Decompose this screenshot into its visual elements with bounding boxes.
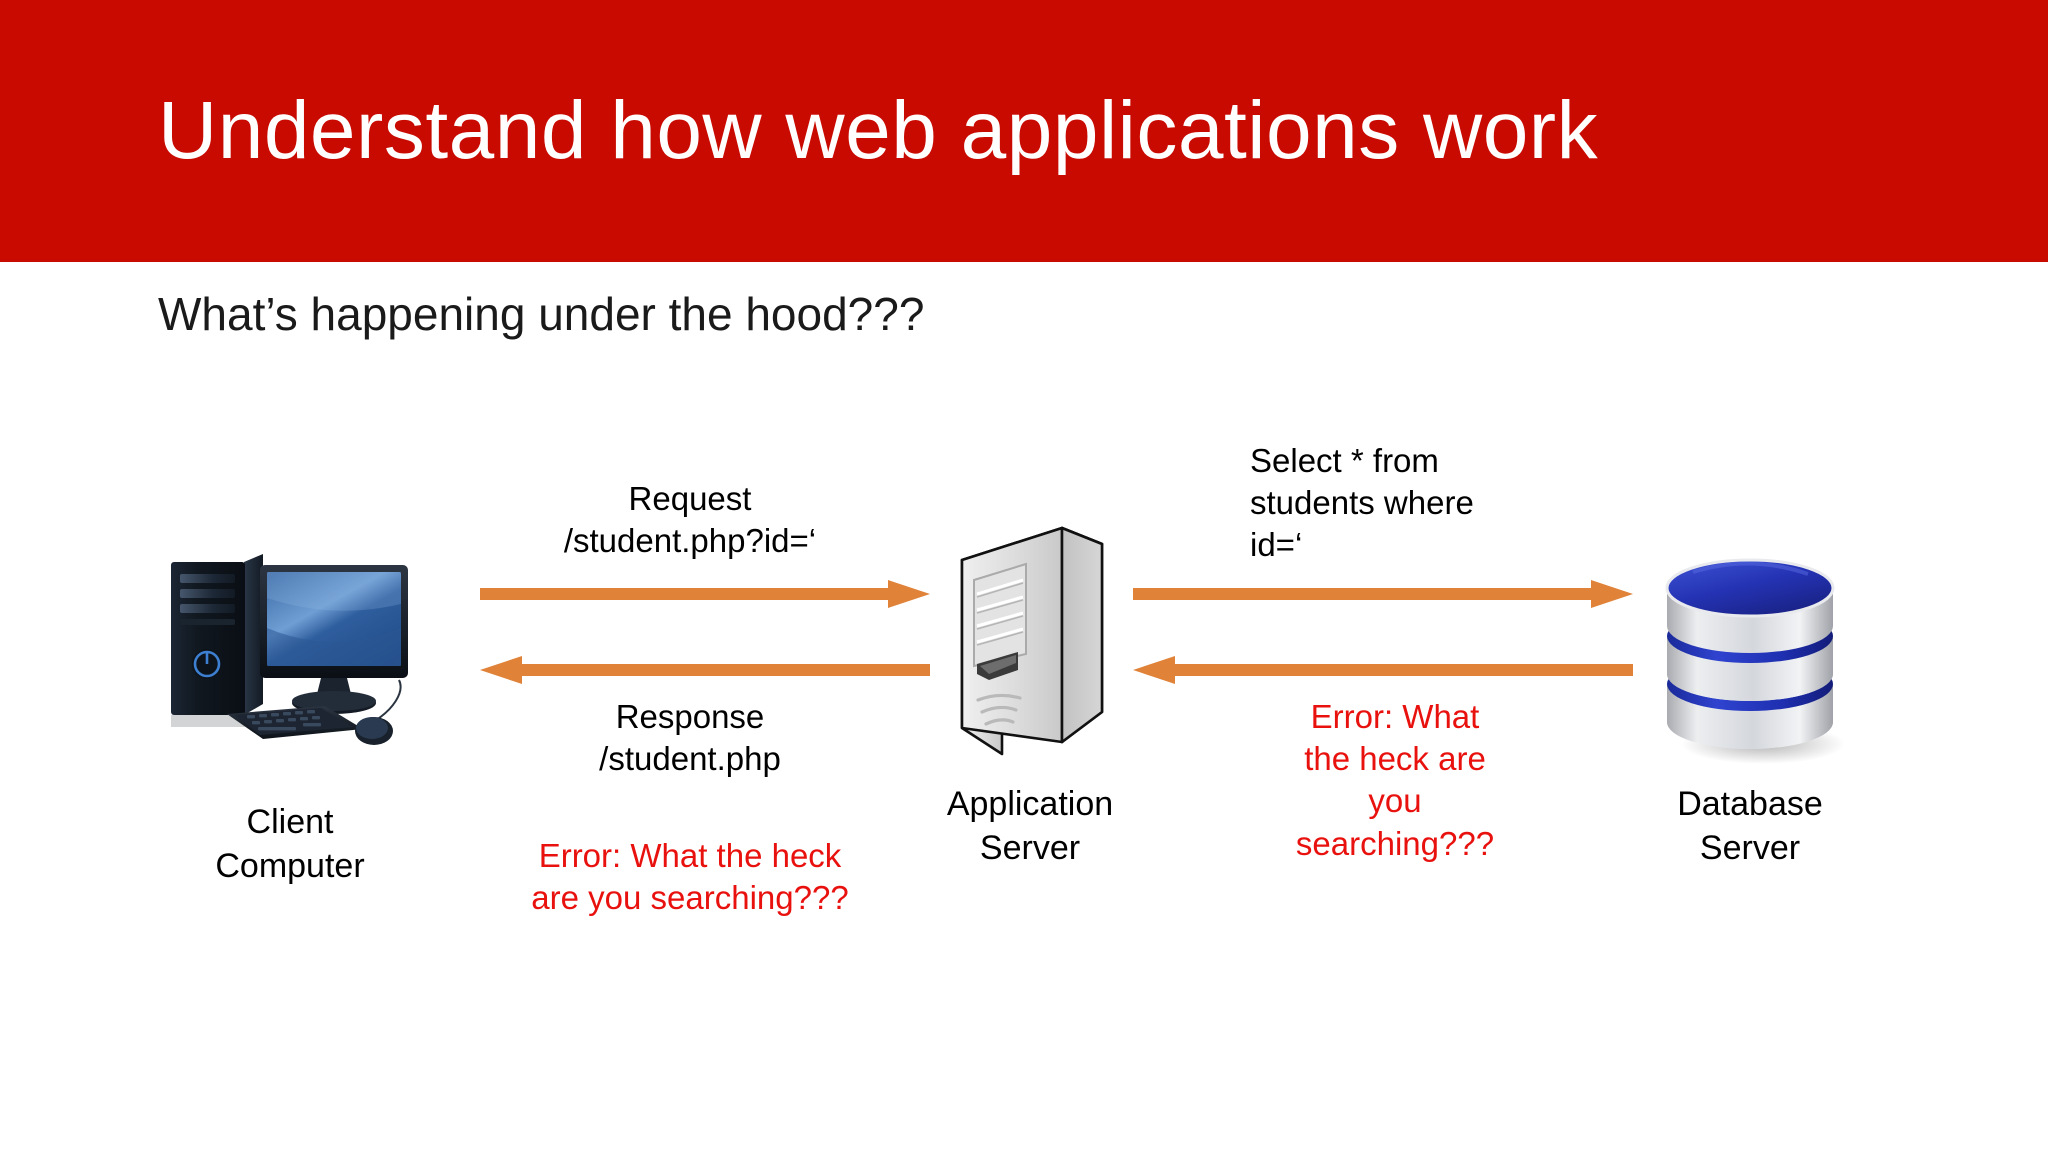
node-label-client: Client Computer bbox=[215, 803, 365, 886]
flow-error-db: Error: What the heck are you searching??… bbox=[1295, 698, 1495, 862]
arrow-app-to-client bbox=[480, 654, 930, 691]
page-title: Understand how web applications work bbox=[158, 85, 1599, 176]
flow-label-response: Response /student.php bbox=[599, 698, 781, 778]
server-tower-icon bbox=[944, 514, 1114, 768]
arrow-app-to-db bbox=[1133, 578, 1633, 615]
node-label-application-server: Application Server bbox=[946, 785, 1114, 868]
arrow-client-to-app bbox=[480, 578, 930, 615]
flow-label-sql-query: Select * from students where id=‘ bbox=[1250, 442, 1474, 564]
arrow-db-to-app bbox=[1133, 654, 1633, 691]
title-banner: Understand how web applications work bbox=[0, 0, 2048, 262]
node-label-database-server: Database Server bbox=[1677, 785, 1823, 868]
slide-subtitle: What’s happening under the hood??? bbox=[158, 288, 925, 340]
database-cylinder-icon bbox=[1645, 536, 1855, 768]
desktop-computer-icon bbox=[155, 532, 425, 760]
flow-label-request: Request /student.php?id=‘ bbox=[563, 480, 817, 560]
flow-error-response: Error: What the heck are you searching??… bbox=[531, 837, 849, 917]
